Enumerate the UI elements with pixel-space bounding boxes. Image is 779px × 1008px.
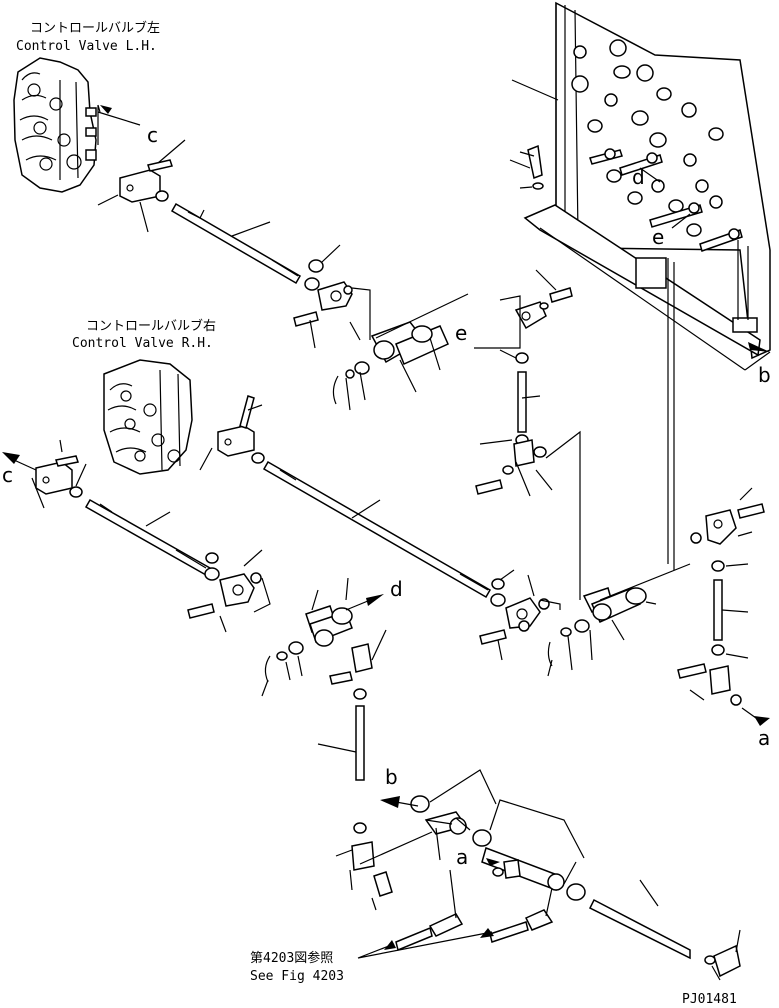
center-upper-rod-end bbox=[474, 269, 581, 600]
lh-valve-label-jp: コントロールバルブ左 bbox=[30, 20, 160, 36]
lh-rod-end bbox=[293, 281, 371, 349]
rh-lever-assembly bbox=[547, 563, 691, 677]
lh-lever-assembly bbox=[332, 293, 469, 411]
arrow-b-plate bbox=[748, 342, 770, 352]
ref-d-plate: d bbox=[632, 165, 645, 189]
plate-bolts bbox=[519, 144, 743, 252]
arrow-a-right bbox=[754, 716, 770, 726]
left-lower-rod bbox=[84, 498, 220, 581]
arrow-d-head bbox=[366, 594, 384, 606]
see-fig-label-jp: 第4203図参照 bbox=[250, 950, 333, 966]
ref-e-plate: e bbox=[652, 225, 664, 249]
lower-vertical-rod bbox=[317, 688, 393, 911]
rh-rod-end bbox=[479, 574, 561, 661]
lh-rod bbox=[170, 202, 341, 291]
ref-b-plate: b bbox=[758, 363, 771, 387]
see-fig-arrow-1 bbox=[384, 940, 396, 950]
control-valve-lh bbox=[13, 57, 97, 193]
rh-long-rod bbox=[262, 460, 515, 607]
ref-a-lower: a bbox=[456, 845, 468, 869]
lh-linkage-clevis bbox=[97, 139, 186, 233]
ref-b-lower: b bbox=[385, 765, 398, 789]
arrow-c-upper bbox=[97, 104, 141, 145]
left-rod-end bbox=[187, 549, 271, 633]
arrow-d-line bbox=[345, 595, 381, 611]
arrow-b-head bbox=[380, 796, 400, 808]
ref-c-left: c bbox=[2, 463, 13, 487]
arrow-c-left-line bbox=[13, 459, 37, 471]
ref-c-upper: c bbox=[147, 123, 158, 147]
cable-assembly bbox=[359, 831, 554, 952]
right-rod-end-assembly bbox=[677, 487, 765, 706]
ref-a-right: a bbox=[758, 726, 770, 750]
mounting-plate bbox=[509, 1, 771, 570]
ref-e-left: e bbox=[455, 321, 467, 345]
drawing-code: PJ01481 bbox=[682, 992, 737, 1007]
arrow-b-line bbox=[395, 801, 419, 807]
control-valve-rh bbox=[103, 359, 193, 475]
ref-d-center: d bbox=[390, 577, 403, 601]
lh-valve-label-en: Control Valve L.H. bbox=[16, 39, 157, 54]
left-lever-assembly bbox=[261, 577, 387, 697]
rh-valve-label-en: Control Valve R.H. bbox=[72, 336, 213, 351]
left-clevis-assembly bbox=[31, 439, 87, 509]
rh-clevis bbox=[199, 395, 265, 471]
see-fig-label-en: See Fig 4203 bbox=[250, 969, 344, 984]
lower-pedal-assembly bbox=[410, 769, 741, 981]
see-fig-arrow-2 bbox=[480, 928, 494, 938]
arrow-a-lower-head bbox=[486, 858, 500, 866]
plate-ref-leaders bbox=[639, 167, 691, 229]
rh-valve-label-jp: コントロールバルブ右 bbox=[86, 318, 216, 334]
arrow-a-right-line bbox=[741, 707, 757, 719]
